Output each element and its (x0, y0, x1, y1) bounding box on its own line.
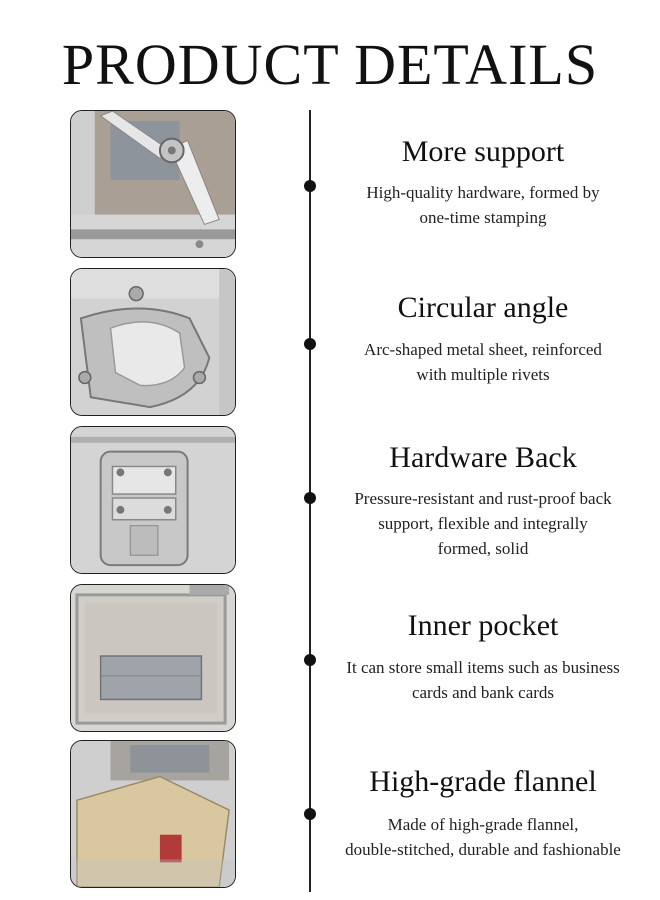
feature-title: Inner pocket (407, 609, 559, 642)
flannel-photo (70, 740, 236, 888)
feature-title: High-grade flannel (369, 765, 597, 798)
page-title: PRODUCT DETAILS (61, 32, 599, 97)
feature-title: More support (401, 135, 565, 168)
feature-description: Arc-shaped metal sheet, reinforced with … (316, 337, 650, 387)
feature-description-line: support, flexible and integrally (378, 514, 588, 533)
feature-description: It can store small items such as busines… (316, 655, 650, 705)
feature-title: Circular angle (397, 291, 569, 324)
feature-description-line: Arc-shaped metal sheet, reinforced (364, 340, 602, 359)
feature-description-line: with multiple rivets (416, 365, 550, 384)
latch-photo (70, 426, 236, 574)
hinge-photo (70, 110, 236, 258)
timeline-dot (304, 492, 316, 504)
timeline-dot (304, 654, 316, 666)
feature-description-line: one-time stamping (419, 208, 547, 227)
feature-description-line: High-quality hardware, formed by (366, 183, 600, 202)
feature-description-line: Made of high-grade flannel, (387, 815, 579, 834)
timeline-dot (304, 180, 316, 192)
corner-photo (70, 268, 236, 416)
feature-description-line: formed, solid (437, 539, 529, 558)
feature-description-line: cards and bank cards (411, 683, 555, 702)
timeline-dot (304, 338, 316, 350)
timeline-dot (304, 808, 316, 820)
pocket-photo (70, 584, 236, 732)
feature-description-line: Pressure-resistant and rust-proof back (354, 489, 612, 508)
feature-title: Hardware Back (389, 441, 577, 474)
feature-description-line: It can store small items such as busines… (346, 658, 620, 677)
feature-description: Pressure-resistant and rust-proof back s… (316, 486, 650, 561)
feature-description-line: double-stitched, durable and fashionable (345, 840, 621, 859)
feature-description: High-quality hardware, formed by one-tim… (316, 180, 650, 230)
feature-description: Made of high-grade flannel, double-stitc… (316, 812, 650, 862)
